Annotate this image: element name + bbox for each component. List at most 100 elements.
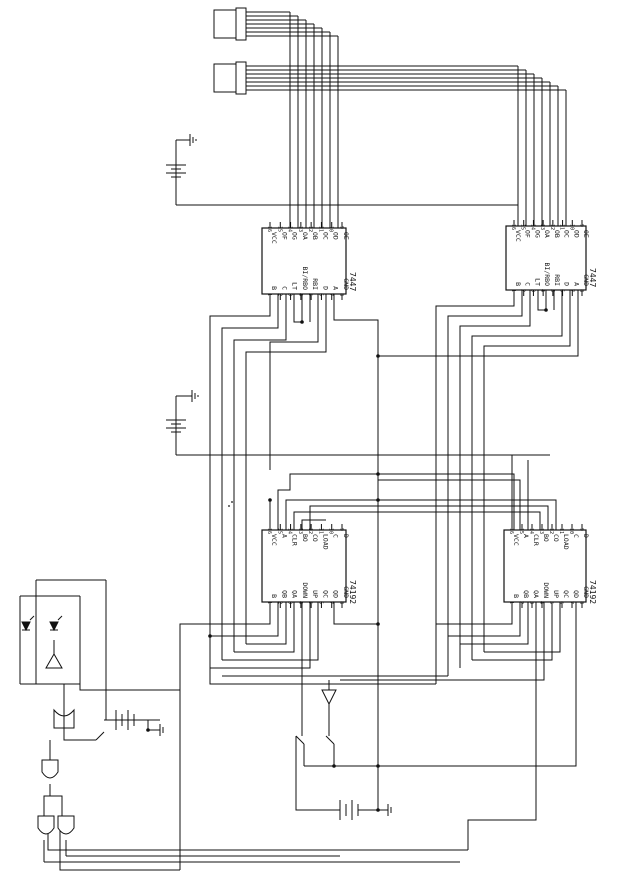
pin-label: QA (532, 590, 540, 598)
pin-label: D (582, 534, 590, 538)
pin-label: OA (543, 230, 551, 238)
upper-display-bus (289, 12, 339, 228)
battery-upper (166, 134, 518, 206)
pin-number: 10 (568, 224, 574, 230)
pin-label: OC (563, 230, 571, 238)
pin-number: 1 (508, 601, 514, 604)
chip-part-number: 7447 (348, 272, 357, 291)
pin-number: 4 (538, 601, 544, 604)
pin-label: VCC (270, 534, 278, 546)
display-connector-upper (213, 7, 338, 41)
pin-number: 16 (508, 528, 514, 534)
pin-number: 7 (568, 601, 574, 604)
pin-number: 13 (539, 224, 545, 230)
pin-label: B (270, 594, 278, 598)
pin-label: QC (562, 590, 570, 598)
pin-label: DOWN (301, 582, 309, 598)
pin-label: CO (552, 534, 560, 542)
pin-label: OD (332, 232, 340, 240)
pin-number: 2 (276, 601, 282, 604)
pin-number: 4 (297, 601, 303, 604)
pin-label: A (332, 286, 340, 290)
pin-number: 16 (510, 224, 516, 230)
chip-74192-right: VCC16A15CLR14BO13CO12LOAD11C10D9B1QB2QA3… (503, 524, 597, 608)
pin-number: 14 (528, 528, 534, 534)
pin-number: 9 (578, 528, 584, 531)
pin-number: 1 (510, 289, 516, 292)
led-indicator-section (19, 579, 107, 720)
pin-number: 7 (568, 289, 574, 292)
pin-label: C (572, 534, 580, 538)
pin-label: QB (280, 590, 288, 598)
pin-number: 4 (297, 293, 303, 296)
pin-label: VCC (514, 230, 522, 242)
pin-label: C (280, 286, 288, 290)
pin-number: 9 (338, 226, 344, 229)
pin-number: 8 (578, 601, 584, 604)
chip-7447-right: VCC16OF15OG14OA13OB12OC11OD10OE9B1C2LT3B… (505, 220, 597, 296)
chip-7447-upper: VCC16OF15OG14OA13OB12OC11OD10OE9B1C2LT3B… (261, 222, 357, 300)
pin-number: 11 (317, 226, 323, 232)
pin-label: QC (321, 590, 329, 598)
display-connector-lower (213, 61, 566, 95)
pin-label: C (524, 282, 532, 286)
pin-label: D (321, 286, 329, 290)
pin-label: OC (321, 232, 329, 240)
pin-number: 6 (558, 601, 564, 604)
pin-number: 1 (266, 601, 272, 604)
pin-number: 13 (297, 226, 303, 232)
pin-number: 15 (276, 226, 282, 232)
pin-number: 1 (266, 293, 272, 296)
pin-label: A (522, 534, 530, 538)
pin-number: 14 (287, 528, 293, 534)
pin-label: A (280, 534, 288, 538)
pin-number: 3 (528, 601, 534, 604)
chip-74192-centre: VCC16A15CLR14BO13CO12LOAD11C10D9B1QB2QA3… (261, 524, 357, 608)
pin-label: CO (311, 534, 319, 542)
pin-number: 12 (548, 528, 554, 534)
pin-label: BO (301, 534, 309, 542)
pin-label: A (572, 282, 580, 286)
pin-label: B (512, 594, 520, 598)
pin-label: OF (280, 232, 288, 240)
pin-label: OF (524, 230, 532, 238)
pin-number: 8 (338, 293, 344, 296)
pin-number: 12 (307, 226, 313, 232)
pin-label: GND (342, 586, 350, 598)
pin-number: 5 (548, 601, 554, 604)
pin-number: 13 (297, 528, 303, 534)
pin-label: C (332, 534, 340, 538)
pin-number: 15 (276, 528, 282, 534)
pin-label: OG (291, 232, 299, 240)
pin-number: 7 (328, 601, 334, 604)
pin-label: QA (291, 590, 299, 598)
chip-part-number: 74192 (588, 580, 597, 604)
pin-label: QB (522, 590, 530, 598)
stray-mark (228, 501, 233, 507)
pin-number: 11 (317, 528, 323, 534)
pin-label: BO (542, 534, 550, 542)
pin-label: BI/RBO (543, 263, 551, 287)
pin-number: 3 (529, 289, 535, 292)
lower-display-bus (517, 66, 567, 226)
pin-number: 12 (549, 224, 555, 230)
pin-number: 3 (287, 293, 293, 296)
pin-label: OG (533, 230, 541, 238)
pin-label: QD (572, 590, 580, 598)
pin-label: B (270, 286, 278, 290)
pin-number: 3 (287, 601, 293, 604)
interconnect-wiring (47, 290, 579, 871)
chip-part-number: 74192 (348, 580, 357, 604)
pin-label: GND (582, 274, 590, 286)
pin-label: GND (342, 278, 350, 290)
pin-label: GND (582, 586, 590, 598)
pin-number: 15 (518, 528, 524, 534)
pin-number: 11 (559, 224, 565, 230)
pin-number: 9 (578, 224, 584, 227)
logic-gates (37, 624, 460, 863)
pin-label: QD (332, 590, 340, 598)
pin-label: RBI (311, 278, 319, 290)
pin-number: 10 (328, 226, 334, 232)
pin-label: UP (311, 590, 319, 598)
